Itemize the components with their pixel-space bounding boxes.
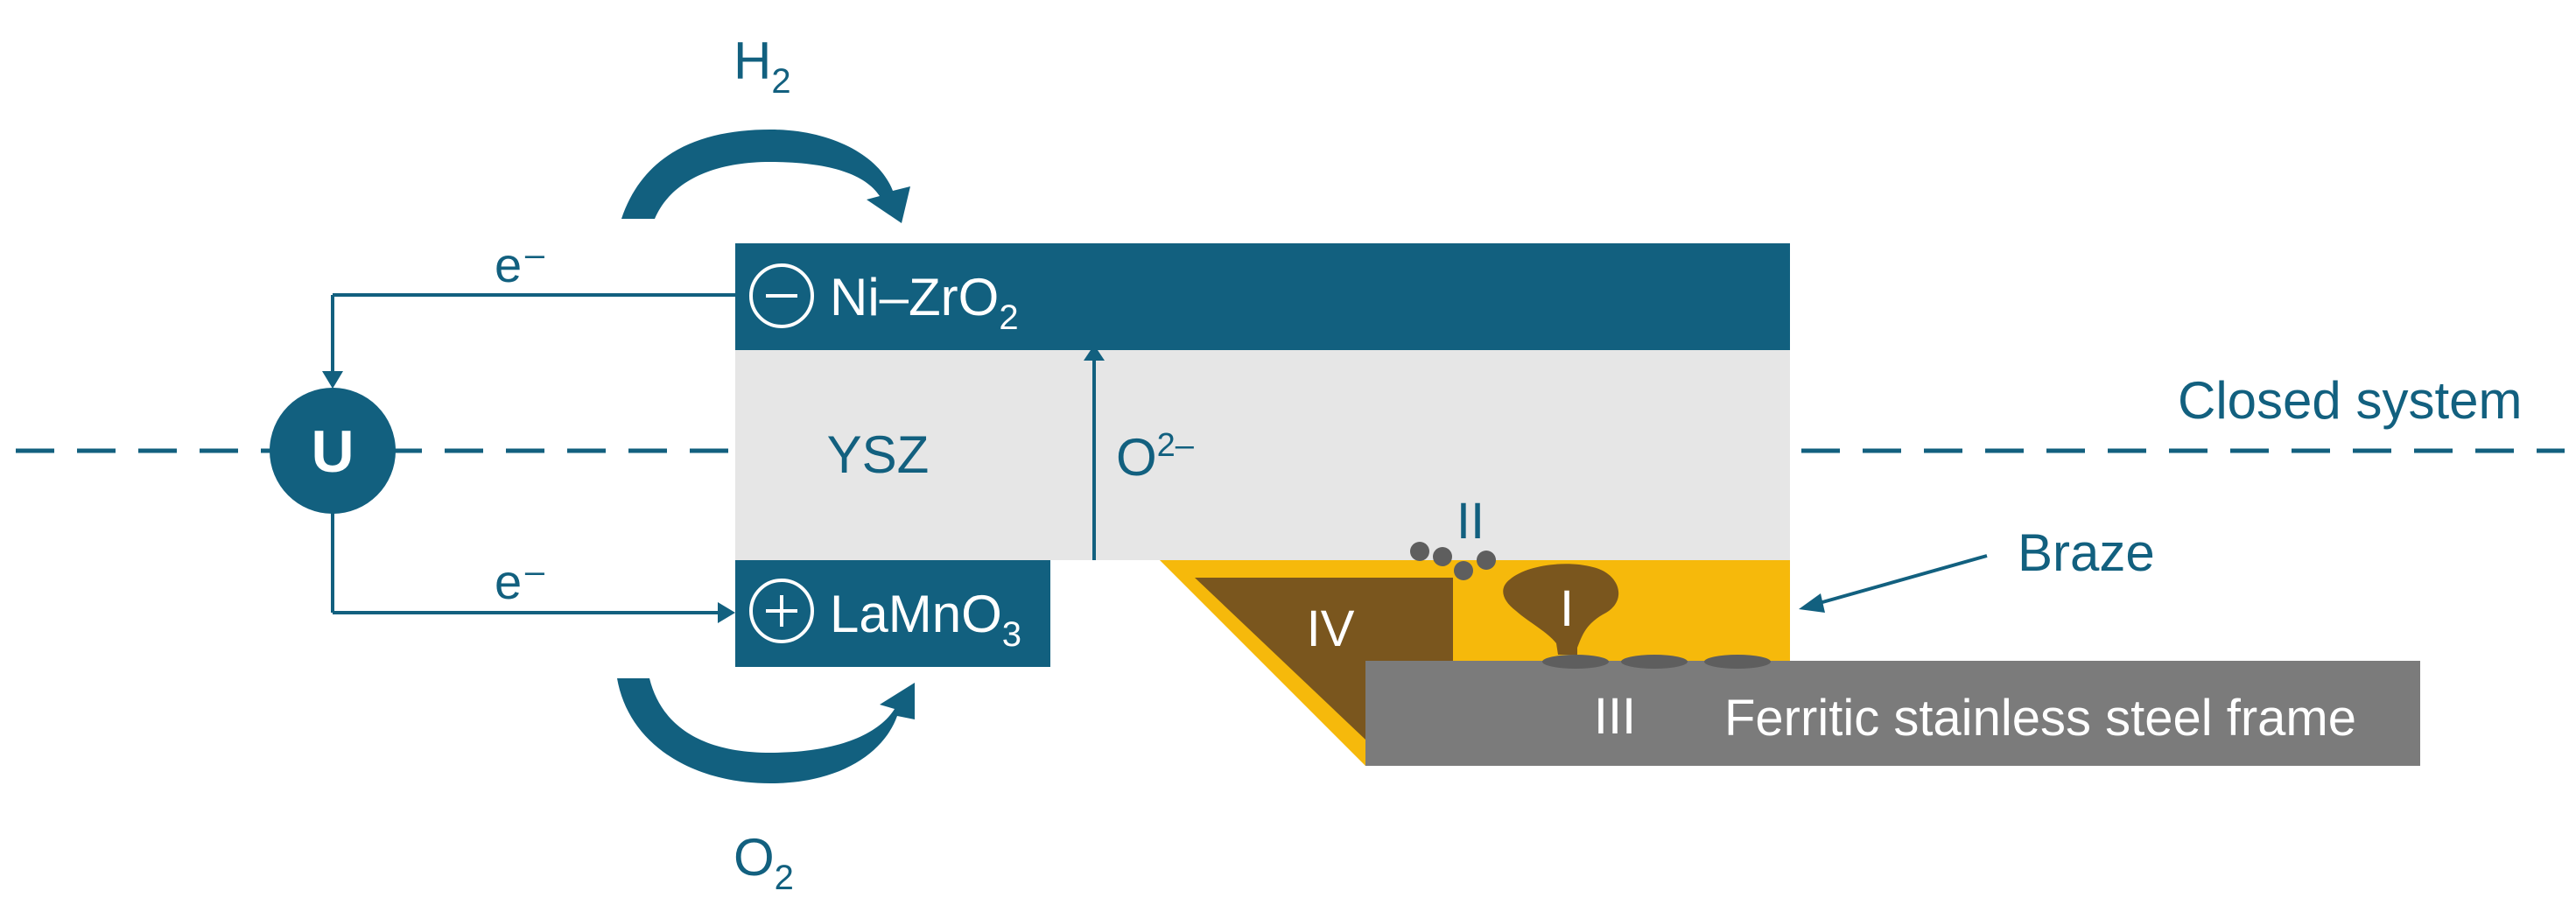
lower-electron-label: e⁻ [495,554,548,609]
cathode-layer [735,560,1050,667]
anode-label: Ni–ZrO2 [830,268,1019,337]
region-ii-label: II [1456,493,1485,550]
upper-wire-arrow-head [322,371,343,389]
anode-layer [735,243,1790,350]
cathode-label: LaMnO3 [830,585,1021,654]
upper-electron-label: e⁻ [495,237,548,292]
anode-subscript: 2 [999,298,1018,337]
region-iv-label: IV [1307,600,1355,657]
h2-label: H2 [733,32,791,101]
braze-pointer-line [1815,554,1988,606]
electrolyte-label: YSZ [827,425,930,484]
reaction-zone-iv [1195,578,1453,740]
particle [1410,542,1429,561]
voltage-source [270,388,396,514]
h2-subscript: 2 [771,62,790,101]
cathode-formula: LaMnO [830,585,1002,643]
oxygen-ion-arrow-head [1084,345,1105,361]
interface-precipitate [1704,655,1771,669]
interface-precipitate [1621,655,1688,669]
oxygen-ion-label: O2– [1116,427,1195,487]
particle [1477,551,1496,570]
cathode-subscript: 3 [1002,615,1021,654]
o2-flow-arrow [617,678,915,783]
braze-label: Braze [2018,523,2155,582]
braze-pointer-head [1799,593,1825,613]
o2-label: O2 [733,828,794,897]
h2-symbol: H [733,32,771,90]
particle [1454,561,1473,580]
o2-symbol: O [733,828,775,887]
closed-system-label: Closed system [2178,371,2522,430]
electrolyte-layer [735,350,1790,560]
particle [1433,547,1452,566]
o2-subscript: 2 [775,859,794,897]
oxygen-ion-charge: 2– [1157,427,1195,464]
lower-wire-arrow-head [718,602,735,623]
interface-precipitate [1542,655,1609,669]
anode-formula: Ni–ZrO [830,268,999,326]
oxygen-ion-symbol: O [1116,428,1157,487]
region-iii-label: III [1594,688,1636,745]
defect-i-blob [1503,564,1619,655]
steel-frame [1365,661,2420,766]
frame-label: Ferritic stainless steel frame [1724,690,2356,747]
voltage-source-label: U [311,418,354,485]
h2-flow-arrow [621,130,910,223]
cathode-plus-icon [749,579,814,643]
anode-minus-icon [749,263,814,328]
region-i-label: I [1560,580,1574,637]
